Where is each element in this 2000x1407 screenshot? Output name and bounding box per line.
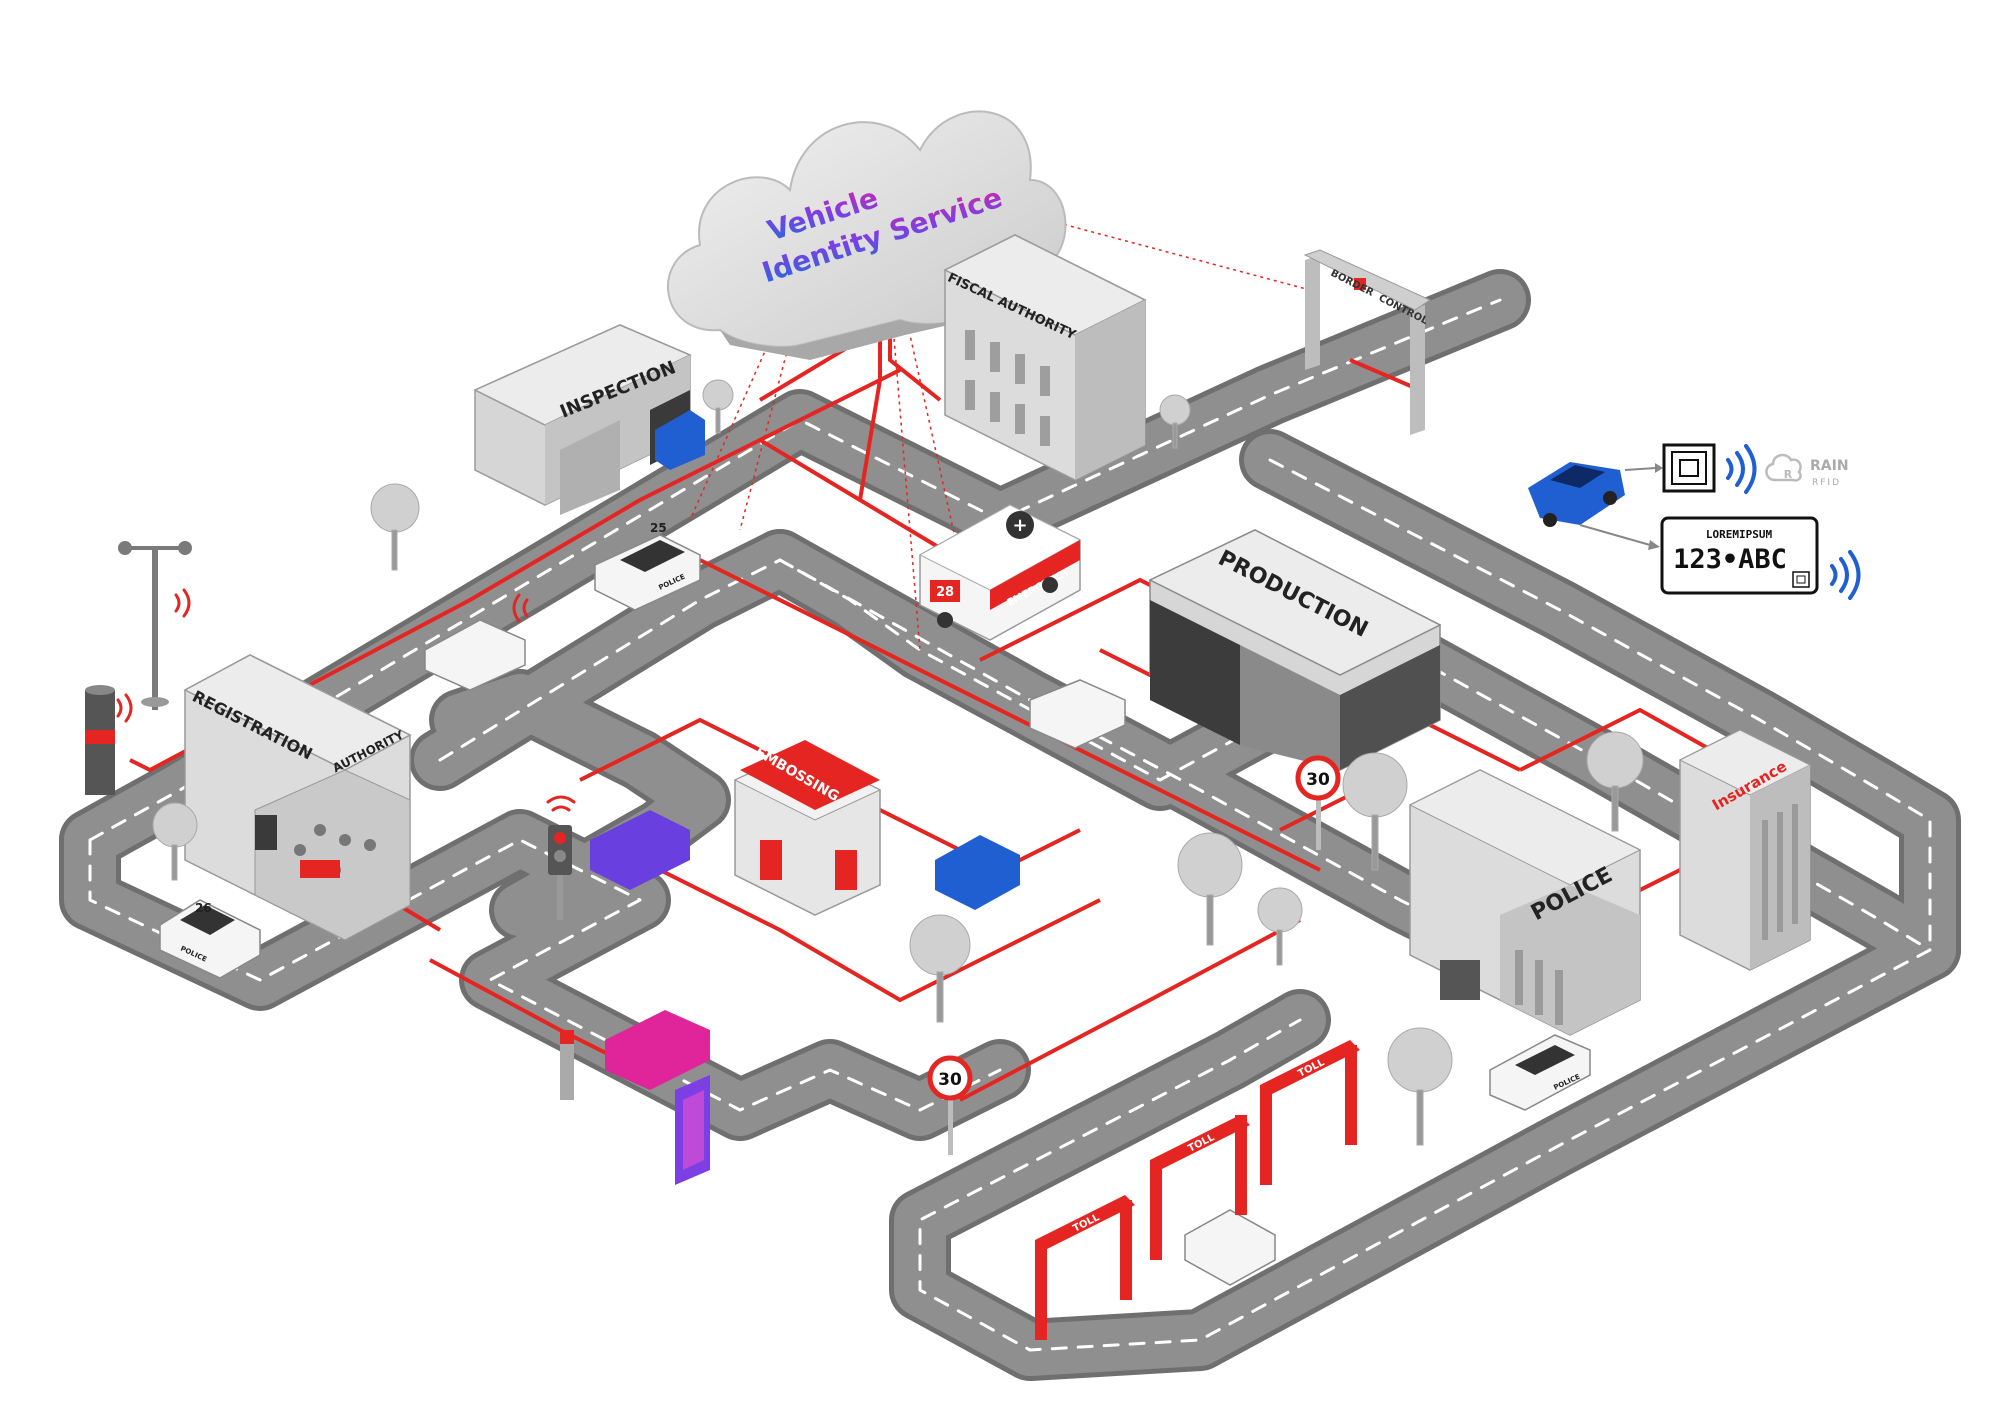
bollard-sensor xyxy=(85,685,115,795)
tree-icon xyxy=(1159,394,1191,449)
toll-gate-3: TOLL xyxy=(1260,1040,1360,1185)
rfid-legend: R RAIN RFID LOREMIPSUM 123•ABC xyxy=(1528,443,1861,600)
tree-icon xyxy=(152,802,198,881)
traffic-light-icon xyxy=(548,825,572,920)
tree-icon xyxy=(909,914,971,1023)
weather-station-icon xyxy=(118,541,192,710)
inspection-building: INSPECTION xyxy=(473,324,692,515)
white-car-toll xyxy=(1184,1209,1276,1286)
plate-number: 123•ABC xyxy=(1673,544,1787,575)
license-plate: LOREMIPSUM 123•ABC xyxy=(1660,516,1819,595)
tree-icon xyxy=(702,379,734,434)
white-car-left xyxy=(424,619,526,691)
rain-sub: RFID xyxy=(1812,478,1841,488)
parking-kiosk xyxy=(560,1030,710,1185)
ambulance: + EMERGENCY 28 xyxy=(918,504,1082,641)
fiscal-authority-building: FISCAL AUTHORITY xyxy=(943,234,1147,481)
tree-icon xyxy=(1177,832,1243,946)
rain-rfid-logo: R RAIN RFID xyxy=(1765,453,1849,488)
registration-authority-building: REGISTRATION AUTHORITY xyxy=(183,654,412,941)
plate-wifi-signal-icon xyxy=(1830,550,1861,600)
tree-icon xyxy=(1586,731,1644,832)
police-car-26-number: 26 xyxy=(195,901,212,915)
tree-icon xyxy=(1387,1027,1453,1146)
plate-chip-icon xyxy=(1792,571,1810,588)
speed-limit-sign-right: 30 xyxy=(1295,755,1341,850)
blue-car-center xyxy=(935,835,1020,910)
speed-limit-right-value: 30 xyxy=(1306,770,1330,790)
rain-brand: RAIN xyxy=(1810,458,1849,474)
police-car-station: POLICE xyxy=(1489,1034,1591,1111)
police-car-25-number: 25 xyxy=(650,521,667,535)
tree-icon xyxy=(370,483,420,571)
cars xyxy=(424,410,1276,1286)
police-station: POLICE xyxy=(1408,769,1642,1036)
trees xyxy=(152,379,1644,1146)
police-car-26: 26 POLICE xyxy=(159,899,261,979)
purple-car xyxy=(590,810,690,890)
wifi-signal-icon xyxy=(1726,444,1757,494)
plate-small-text: LOREMIPSUM xyxy=(1706,528,1773,541)
rfid-wave-markers xyxy=(116,588,576,812)
tree-icon xyxy=(1257,887,1303,966)
production-building: PRODUCTION xyxy=(1148,529,1442,771)
white-car-center xyxy=(1029,679,1126,749)
police-car-25: 25 POLICE xyxy=(594,521,701,611)
rfid-chip-icon xyxy=(1662,443,1716,493)
blue-car-inspection xyxy=(655,410,705,470)
embossing-kiosk: EMBOSSING xyxy=(733,740,882,916)
legend-blue-car xyxy=(1528,462,1625,527)
speed-limit-sign-bottom: 30 xyxy=(927,1055,973,1155)
speed-limit-bottom-value: 30 xyxy=(938,1070,962,1090)
svg-text:+: + xyxy=(1012,515,1027,536)
insurance-tower: Insurance xyxy=(1678,729,1812,971)
ambulance-number: 28 xyxy=(936,585,954,600)
border-control-gate: BORDER CONTROL xyxy=(1303,249,1432,435)
svg-text:R: R xyxy=(1784,468,1793,481)
tree-icon xyxy=(1342,752,1408,871)
toll-gates: TOLL TOLL TOLL xyxy=(1035,1040,1360,1340)
pink-car xyxy=(605,1010,710,1090)
